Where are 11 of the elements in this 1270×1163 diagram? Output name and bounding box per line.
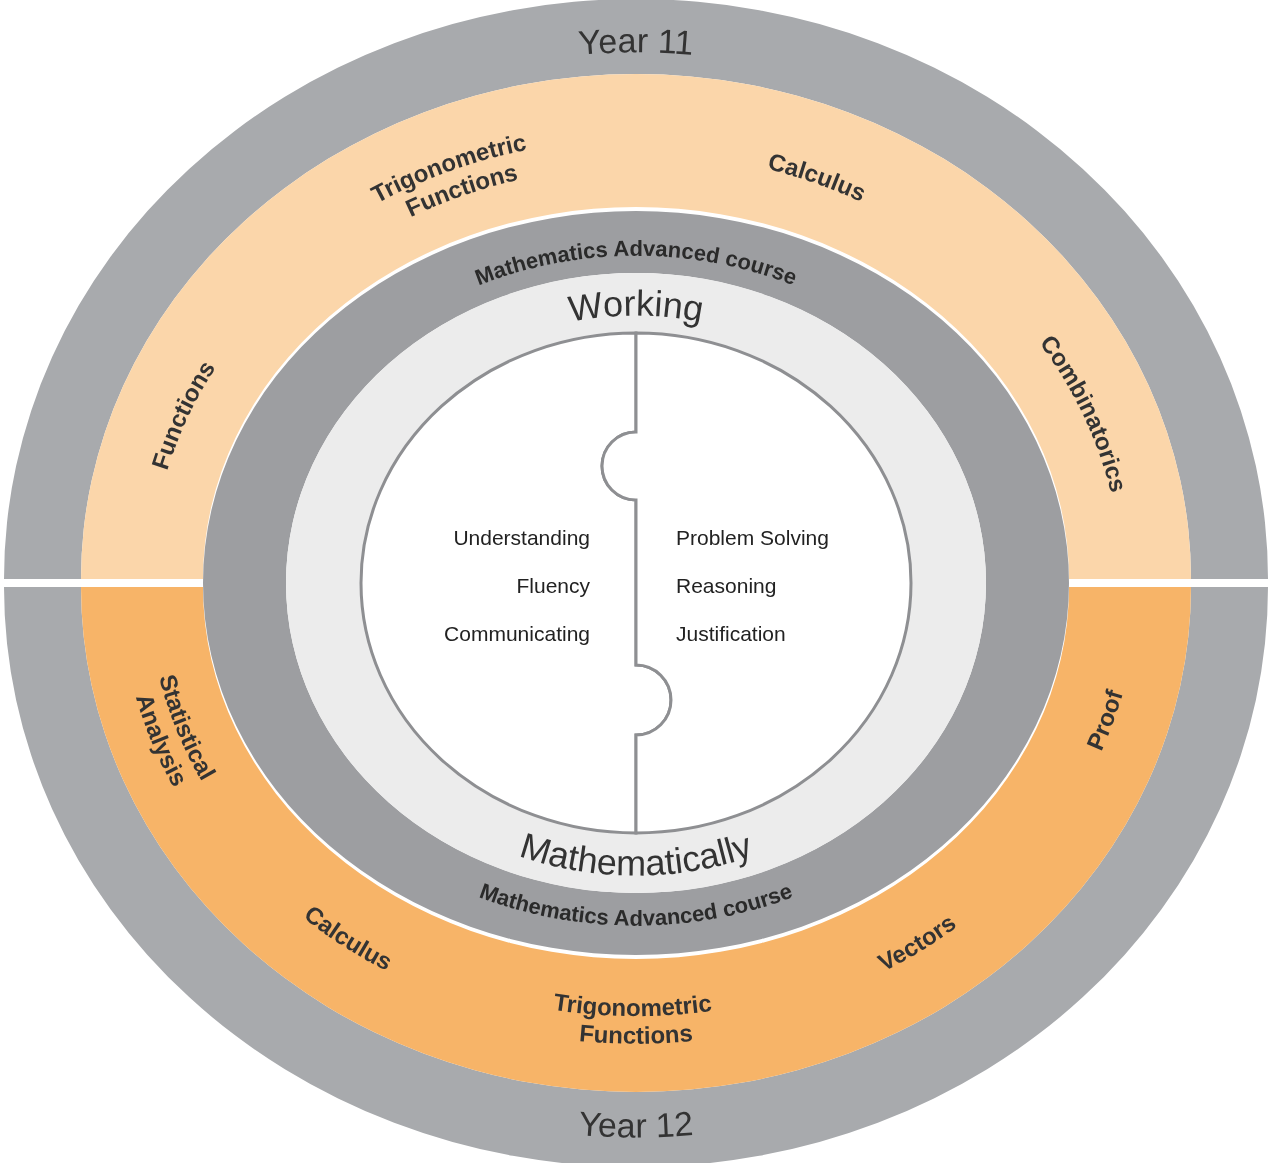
ring-label: Mathematically	[515, 824, 757, 884]
year-label: Year 12	[577, 1104, 695, 1145]
ring-label: Working	[565, 282, 707, 330]
proficiency-label: Justification	[676, 622, 786, 645]
proficiency-label: Problem Solving	[676, 526, 829, 549]
proficiency-label: Communicating	[444, 622, 590, 645]
proficiency-label: Understanding	[453, 526, 590, 549]
proficiency-label: Reasoning	[676, 574, 777, 597]
year-label: Year 11	[577, 21, 695, 62]
proficiency-label: Fluency	[516, 574, 590, 597]
topic-label: Trigonometric Functions	[552, 988, 714, 1049]
